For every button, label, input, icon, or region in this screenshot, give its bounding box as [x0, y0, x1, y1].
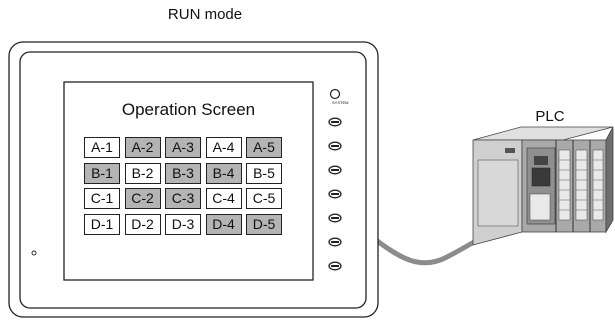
function-switch-mark	[331, 265, 339, 267]
function-switch-mark	[331, 169, 339, 171]
plc-unit-icon	[472, 126, 614, 246]
lamp-d-5[interactable]: D-5	[246, 213, 282, 235]
plc-caption: PLC	[535, 108, 565, 125]
lamp-b-5[interactable]: B-5	[246, 162, 282, 184]
lamp-a-2[interactable]: A-2	[124, 137, 161, 158]
system-label: SYSTEM	[332, 100, 349, 105]
lamp-c-5[interactable]: C-5	[246, 188, 282, 209]
lamp-c-4[interactable]: C-4	[205, 188, 242, 209]
function-switch-mark	[331, 121, 339, 123]
lamp-a-1[interactable]: A-1	[84, 137, 120, 158]
lamp-a-3[interactable]: A-3	[165, 137, 201, 158]
function-switch-mark	[331, 217, 339, 219]
lamp-d-4[interactable]: D-4	[205, 213, 242, 235]
lamp-b-3[interactable]: B-3	[165, 162, 201, 184]
lamp-d-2[interactable]: D-2	[124, 213, 161, 235]
side-button-column	[328, 88, 342, 271]
lamp-c-3[interactable]: C-3	[165, 188, 201, 209]
lamp-a-4[interactable]: A-4	[205, 137, 242, 158]
lamp-c-2[interactable]: C-2	[124, 188, 161, 209]
lamp-a-5[interactable]: A-5	[246, 137, 282, 158]
lamp-b-4[interactable]: B-4	[205, 162, 242, 184]
system-button-icon[interactable]	[329, 88, 341, 100]
screen-title: Operation Screen	[121, 100, 256, 119]
function-switch-mark	[331, 193, 339, 195]
run-mode-caption: RUN mode	[167, 6, 243, 23]
power-led-icon	[31, 250, 37, 256]
lamp-b-2[interactable]: B-2	[124, 162, 161, 184]
lamp-d-1[interactable]: D-1	[84, 213, 120, 235]
function-switch-mark	[331, 145, 339, 147]
lamp-c-1[interactable]: C-1	[84, 188, 120, 209]
lamp-b-1[interactable]: B-1	[84, 162, 120, 184]
lamp-d-3[interactable]: D-3	[165, 213, 201, 235]
function-switch-mark	[331, 241, 339, 243]
